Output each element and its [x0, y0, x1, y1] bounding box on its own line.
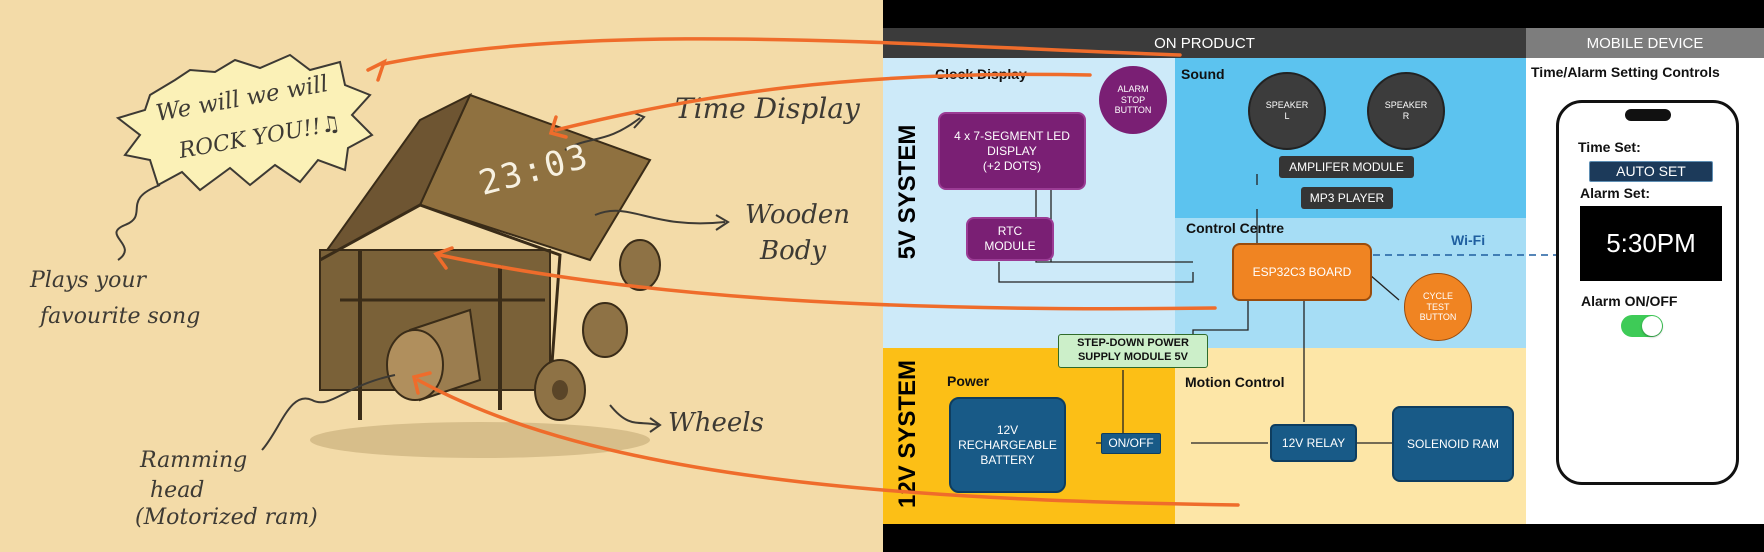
esp32-board: ESP32C3 BOARD [1232, 243, 1372, 301]
ramming-head-drawing [386, 329, 444, 401]
alarm-toggle[interactable] [1621, 315, 1663, 337]
relay-box: 12V RELAY [1270, 424, 1357, 462]
phone-frame: Time Set: AUTO SET Alarm Set: 5:30PM Ala… [1556, 100, 1739, 485]
song-squiggle [115, 184, 161, 261]
ramming-label-3: (Motorized ram) [135, 505, 318, 530]
phone-notch [1625, 109, 1671, 121]
concept-sketch: 23:03 We will we will ROCK YOU!!♫ Plays … [30, 53, 860, 530]
rtc-line-2: MODULE [984, 239, 1036, 253]
ramming-label-2: head [150, 478, 205, 503]
speaker-l: SPEAKER L [1248, 72, 1326, 150]
alarm-stop-line-1: ALARM [1117, 83, 1149, 94]
battery-line-2: RECHARGEABLE [958, 437, 1057, 452]
alarm-time-display[interactable]: 5:30PM [1580, 206, 1722, 281]
speaker-r-line-1: SPEAKER [1384, 100, 1428, 111]
wifi-label: Wi-Fi [1451, 232, 1486, 248]
cycle-line-1: CYCLE [1422, 290, 1453, 301]
rtc-module-box: RTC MODULE [966, 217, 1054, 261]
wheels-pointer [609, 404, 659, 426]
plays-song-label-1: Plays your [30, 268, 147, 293]
zone-title-mobile: Time/Alarm Setting Controls [1531, 64, 1720, 80]
time-set-label: Time Set: [1578, 139, 1641, 155]
amplifier-module: AMPLIFER MODULE [1279, 156, 1414, 178]
zone-title-sound: Sound [1181, 66, 1225, 82]
cycle-test-button: CYCLE TEST BUTTON [1404, 273, 1472, 341]
led-line-1: 4 x 7-SEGMENT LED [954, 128, 1070, 143]
speech-bubble [115, 53, 374, 192]
speaker-l-line-1: SPEAKER [1265, 100, 1309, 111]
alarm-stop-line-3: BUTTON [1114, 105, 1152, 116]
wheel [582, 302, 628, 358]
alarm-stop-line-2: STOP [1120, 94, 1146, 105]
wooden-label-1: Wooden [745, 200, 851, 230]
body-frame [319, 203, 562, 391]
body-pointer [594, 209, 726, 225]
time-display-label: Time Display [675, 92, 860, 125]
speaker-l-line-2: L [1284, 111, 1290, 121]
solenoid-ram-box: SOLENOID RAM [1392, 406, 1514, 482]
alarm-set-label: Alarm Set: [1580, 185, 1651, 201]
system-block-diagram: ON PRODUCT MOBILE DEVICE 5V SYSTEM 12V S… [883, 0, 1764, 552]
rtc-line-1: RTC [997, 224, 1023, 238]
alarm-toggle-knob [1642, 316, 1662, 336]
speaker-r-line-2: R [1402, 111, 1410, 121]
alarm-toggle-label: Alarm ON/OFF [1581, 293, 1678, 309]
cycle-line-2: TEST [1426, 301, 1450, 312]
wheel-hub [552, 380, 568, 400]
wheel [619, 239, 661, 291]
stepdown-line-1: STEP-DOWN POWER [1077, 337, 1189, 350]
ramming-label-1: Ramming [140, 448, 248, 473]
battery-box: 12V RECHARGEABLE BATTERY [949, 397, 1066, 493]
zone-title-control: Control Centre [1186, 220, 1284, 236]
led-display-box: 4 x 7-SEGMENT LED DISPLAY (+2 DOTS) [938, 112, 1086, 190]
body-pointer-head [715, 214, 730, 231]
alarm-stop-button: ALARM STOP BUTTON [1099, 66, 1167, 134]
stepdown-line-2: SUPPLY MODULE 5V [1077, 351, 1189, 363]
mp3-player: MP3 PLAYER [1301, 187, 1393, 209]
battery-line-1: 12V [996, 422, 1019, 437]
on-off-switch: ON/OFF [1101, 433, 1161, 454]
shadow [310, 422, 650, 458]
battery-line-3: BATTERY [980, 452, 1035, 467]
plays-song-label-2: favourite song [40, 304, 201, 329]
head-pointer [261, 374, 396, 451]
wooden-label-2: Body [760, 236, 827, 266]
header-mobile-device: MOBILE DEVICE [1526, 28, 1764, 58]
cycle-line-3: BUTTON [1419, 312, 1457, 323]
led-line-2: DISPLAY [987, 143, 1037, 158]
auto-set-button[interactable]: AUTO SET [1589, 161, 1713, 182]
led-line-3: (+2 DOTS) [982, 158, 1042, 173]
stepdown-module: STEP-DOWN POWER SUPPLY MODULE 5V [1058, 334, 1208, 368]
wheels-label: Wheels [668, 408, 764, 438]
speaker-r: SPEAKER R [1367, 72, 1445, 150]
